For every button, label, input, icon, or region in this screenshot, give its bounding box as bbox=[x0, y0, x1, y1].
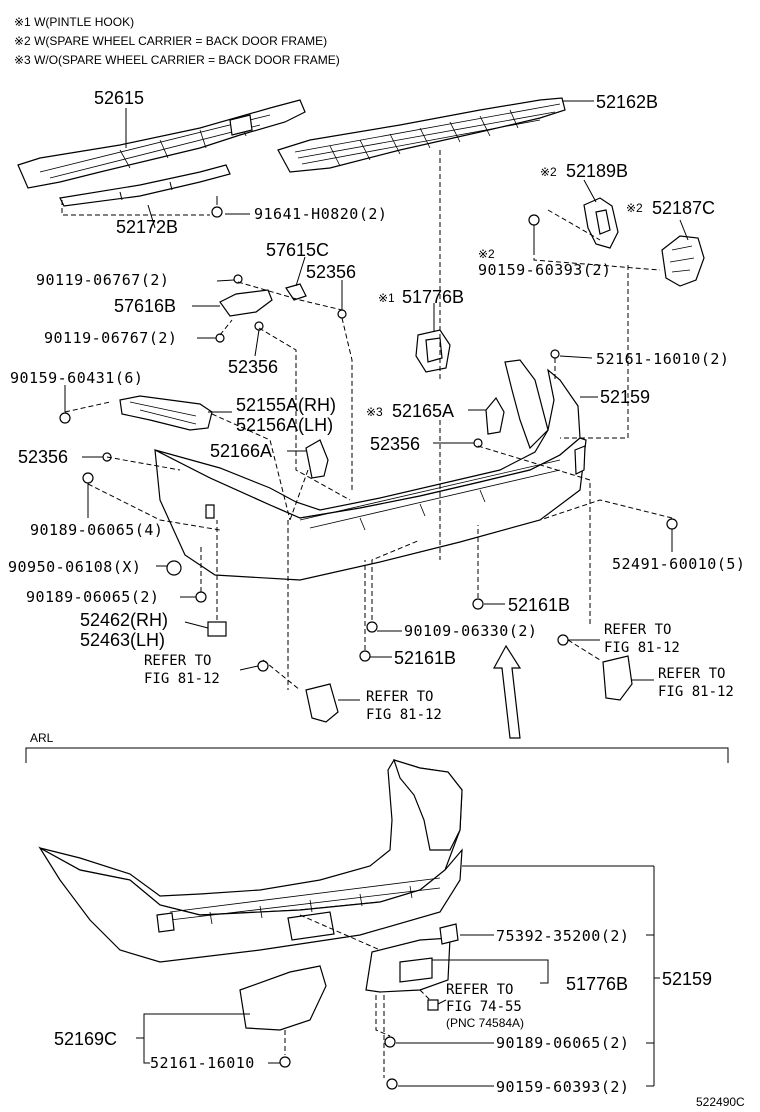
label-52189B: 52189B bbox=[566, 161, 628, 181]
bumper-cover-52159-drawing bbox=[154, 359, 587, 581]
label-90109: 90109-06330(2) bbox=[404, 622, 537, 640]
arl-refer-line2: FIG 74-55 bbox=[446, 999, 522, 1015]
nut-90159-60393-drawing bbox=[528, 214, 540, 226]
label-52356-c: 52356 bbox=[370, 434, 420, 454]
arl-label-52161-16010: 52161-16010 bbox=[150, 1054, 255, 1072]
label-57616B: 57616B bbox=[114, 296, 176, 316]
label-90119-a: 90119-06767(2) bbox=[36, 271, 169, 289]
arl-label-51776B: 51776B bbox=[566, 974, 628, 994]
label-52172B: 52172B bbox=[116, 217, 178, 237]
refer-4-line2: FIG 81-12 bbox=[658, 684, 734, 700]
strip-52172B-drawing bbox=[59, 164, 231, 207]
label-52356-a: 52356 bbox=[306, 262, 356, 282]
label-90189-06065-2: 90189-06065(2) bbox=[26, 588, 159, 606]
extension-52166A-drawing bbox=[305, 439, 329, 479]
arl-label-90159: 90159-60393(2) bbox=[496, 1078, 629, 1096]
label-52161B-b: 52161B bbox=[394, 648, 456, 668]
label-52159: 52159 bbox=[600, 387, 650, 407]
arl-section: ARL 75392-3520 bbox=[25, 731, 729, 1096]
arl-label-52159: 52159 bbox=[662, 969, 712, 989]
bracket-52165A-drawing bbox=[485, 396, 505, 435]
label-51776B: 51776B bbox=[402, 287, 464, 307]
bracket-52155A-drawing bbox=[119, 395, 213, 431]
note-3: ※3 W/O(SPARE WHEEL CARRIER = BACK DOOR F… bbox=[14, 53, 340, 67]
mark-2-c: ※2 bbox=[478, 247, 495, 261]
part-labels-top: 52615 52162B 52172B 91641-H0820(2) ※2 52… bbox=[8, 88, 745, 723]
arl-label-90189: 90189-06065(2) bbox=[496, 1034, 629, 1052]
arl-label: ARL bbox=[30, 731, 54, 745]
arl-label-75392: 75392-35200(2) bbox=[496, 927, 629, 945]
arl-refer-line3: (PNC 74584A) bbox=[446, 1016, 524, 1030]
label-52615: 52615 bbox=[94, 88, 144, 108]
label-52165A: 52165A bbox=[392, 401, 454, 421]
label-52161B-a: 52161B bbox=[508, 595, 570, 615]
bracket-52189B-drawing bbox=[583, 197, 619, 249]
refer-2-line1: REFER TO bbox=[604, 622, 671, 638]
label-90950: 90950-06108(X) bbox=[8, 558, 141, 576]
label-52162B: 52162B bbox=[596, 92, 658, 112]
reflector-drawings bbox=[305, 655, 633, 723]
refer-4-line1: REFER TO bbox=[658, 666, 725, 682]
label-52156A: 52156A(LH) bbox=[236, 415, 333, 435]
step-pad-52162B-drawing bbox=[277, 97, 566, 173]
label-52161-16010: 52161-16010(2) bbox=[596, 350, 729, 368]
label-90119-b: 90119-06767(2) bbox=[44, 329, 177, 347]
leader-lines-top bbox=[61, 150, 673, 691]
refer-1-line1: REFER TO bbox=[144, 653, 211, 669]
mark-2-b: ※2 bbox=[626, 201, 643, 215]
label-90159-60393: 90159-60393(2) bbox=[478, 261, 611, 279]
label-57615C: 57615C bbox=[266, 240, 329, 260]
mark-2-a: ※2 bbox=[540, 165, 557, 179]
arl-refer-line1: REFER TO bbox=[446, 982, 513, 998]
note-1: ※1 W(PINTLE HOOK) bbox=[14, 15, 134, 29]
figure-id: 522490C bbox=[696, 1095, 745, 1109]
label-52491: 52491-60010(5) bbox=[612, 555, 745, 573]
label-52356-b: 52356 bbox=[228, 357, 278, 377]
solid-leaders-top bbox=[64, 100, 689, 701]
label-90159-60431: 90159-60431(6) bbox=[10, 369, 143, 387]
refer-1-line2: FIG 81-12 bbox=[144, 671, 220, 687]
label-52187C: 52187C bbox=[652, 198, 715, 218]
bracket-52187C-drawing bbox=[661, 235, 705, 287]
hitch-cover-51776B-drawing bbox=[415, 329, 451, 373]
bolt-91641-drawing bbox=[211, 196, 223, 218]
arl-label-52169C: 52169C bbox=[54, 1029, 117, 1049]
label-91641: 91641-H0820(2) bbox=[254, 205, 387, 223]
label-52356-d: 52356 bbox=[18, 447, 68, 467]
pad-52462-drawing bbox=[207, 621, 227, 637]
label-52463: 52463(LH) bbox=[80, 630, 165, 650]
refer-3-line1: REFER TO bbox=[366, 689, 433, 705]
reinforcement-52615-drawing bbox=[17, 99, 306, 189]
bracket-57616B-drawing bbox=[219, 283, 307, 317]
refer-2-line2: FIG 81-12 bbox=[604, 640, 680, 656]
label-90189-06065-4: 90189-06065(4) bbox=[30, 521, 163, 539]
mark-1: ※1 bbox=[378, 291, 395, 305]
label-52462: 52462(RH) bbox=[80, 610, 168, 630]
label-52155A: 52155A(RH) bbox=[236, 395, 336, 415]
mark-3: ※3 bbox=[366, 405, 383, 419]
refer-3-line2: FIG 81-12 bbox=[366, 707, 442, 723]
direction-arrow bbox=[492, 644, 522, 739]
note-2: ※2 W(SPARE WHEEL CARRIER = BACK DOOR FRA… bbox=[14, 34, 327, 48]
label-52166A: 52166A bbox=[210, 441, 272, 461]
